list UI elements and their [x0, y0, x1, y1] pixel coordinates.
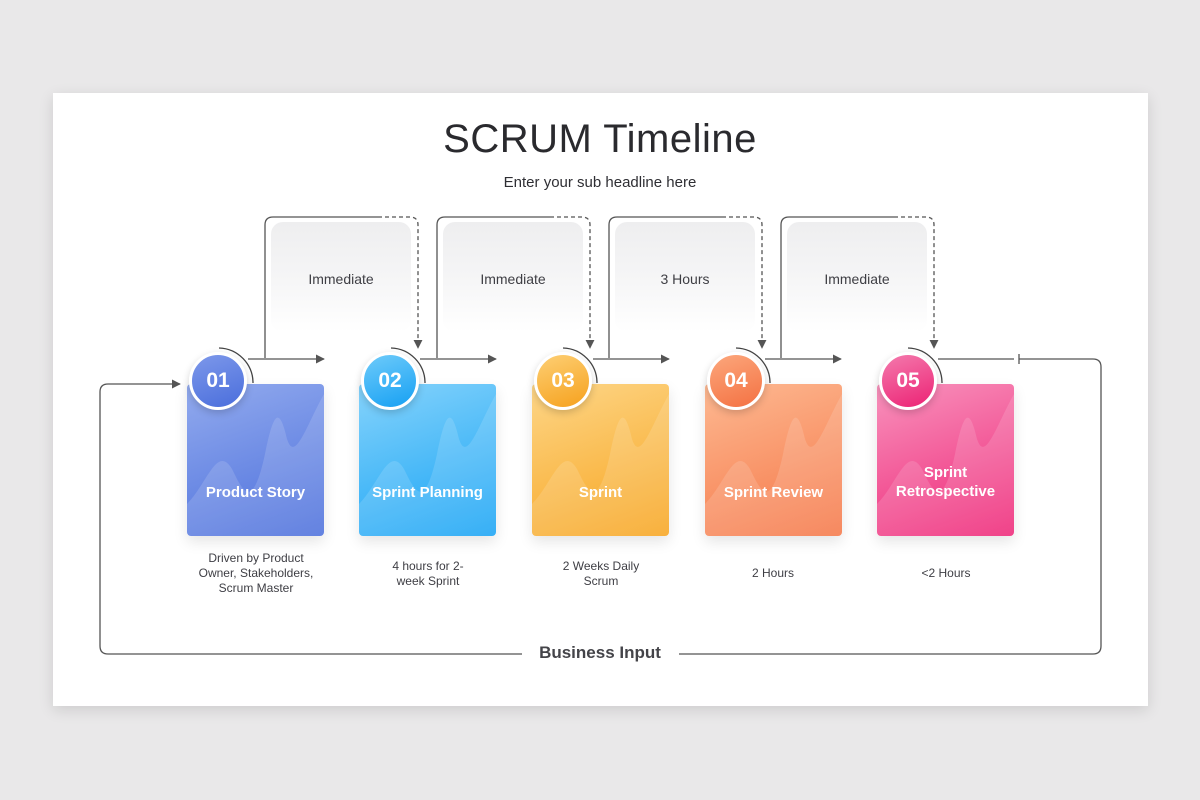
step-label-5: Sprint Retrospective: [895, 464, 996, 500]
duration-label-1: Immediate: [308, 271, 374, 287]
duration-box-1: [271, 222, 411, 332]
step-label-4: Sprint Review: [723, 483, 824, 501]
duration-label-4: Immediate: [824, 271, 890, 287]
duration-box-2: [443, 222, 583, 332]
step-card-sprint-review: Sprint Review: [705, 384, 842, 536]
wave-decoration: [877, 394, 1014, 536]
step-number-badge-2: 02: [361, 352, 419, 410]
business-input-right-line: [679, 358, 1102, 655]
wave-decoration: [359, 394, 496, 536]
step-description-3: 2 Weeks Daily Scrum: [562, 559, 640, 588]
step-label-2: Sprint Planning: [372, 483, 483, 501]
wave-decoration: [705, 394, 842, 536]
step-description-5: <2 Hours: [921, 566, 971, 580]
step-card-sprint-planning: Sprint Planning: [359, 384, 496, 536]
step-label-1: Product Story: [205, 483, 306, 501]
page-subtitle: Enter your sub headline here: [503, 174, 697, 191]
step-card-sprint-retrospective: Sprint Retrospective: [877, 384, 1014, 536]
duration-label-3: 3 Hours: [660, 271, 710, 287]
step-label-3: Sprint: [578, 483, 623, 501]
wave-decoration: [532, 394, 669, 536]
page-title: SCRUM Timeline: [443, 117, 757, 161]
step-number-badge-3: 03: [534, 352, 592, 410]
step-card-sprint: Sprint: [532, 384, 669, 536]
step-number-badge-5: 05: [879, 352, 937, 410]
business-input-left-arrow: [99, 379, 522, 655]
duration-box-3: [615, 222, 755, 332]
step-description-4: 2 Hours: [751, 566, 795, 580]
step-number-badge-4: 04: [707, 352, 765, 410]
duration-label-2: Immediate: [480, 271, 546, 287]
step-card-product-story: Product Story: [187, 384, 324, 536]
step-number-badge-1: 01: [189, 352, 247, 410]
business-input-label: Business Input: [524, 643, 676, 663]
wave-decoration: [187, 394, 324, 536]
step-description-1: Driven by Product Owner, Stakeholders, S…: [198, 551, 314, 595]
step-description-2: 4 hours for 2-week Sprint: [392, 559, 464, 588]
duration-box-4: [787, 222, 927, 332]
